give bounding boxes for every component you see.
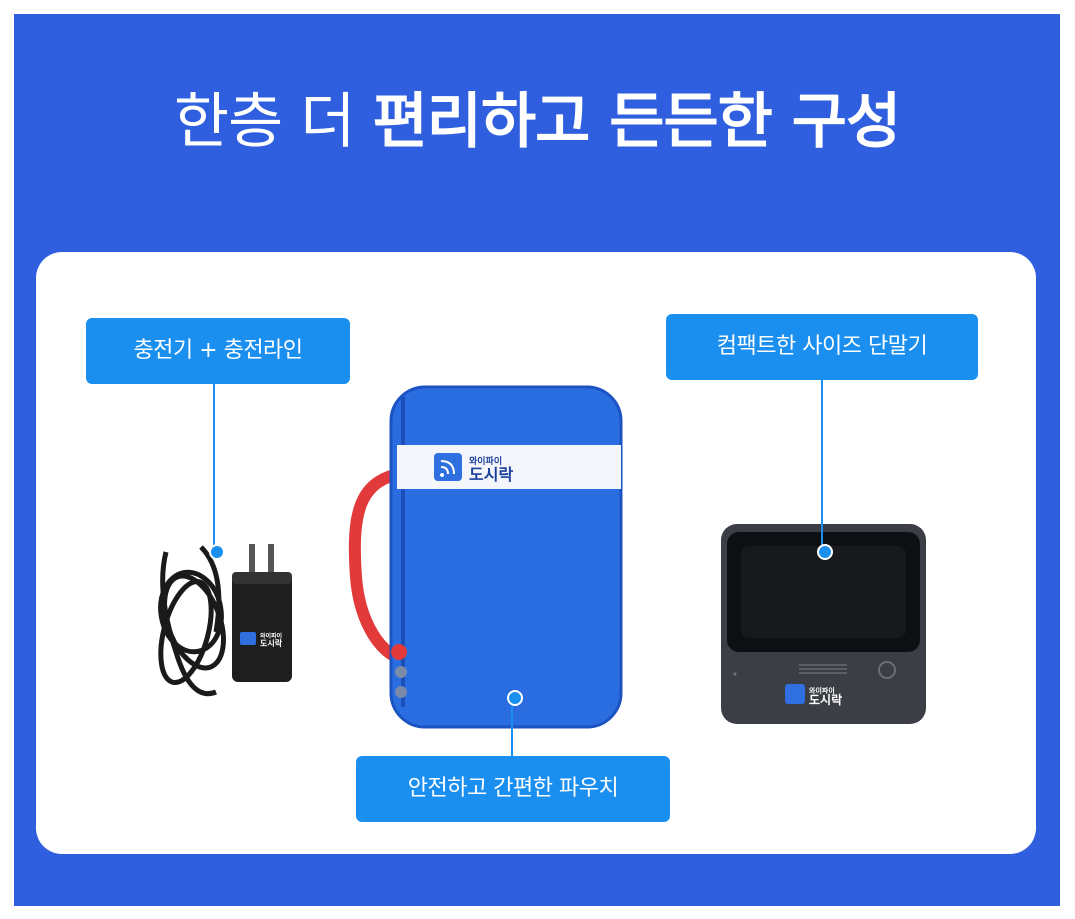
charger-connector-dot [209,544,225,560]
product-banner: 한층 더 편리하고 든든한 구성 와이파이 도시락 [14,14,1060,906]
pouch-brand-small: 와이파이 [469,455,502,467]
pouch-connector-line [511,696,513,756]
device-label: 컴팩트한 사이즈 단말기 [666,314,978,380]
pouch-connector-dot [507,690,523,706]
product-card: 와이파이 도시락 와이파이 도시락 [36,252,1036,854]
device-brand-small: 와이파이 [809,686,835,695]
device-image: 와이파이 도시락 [721,524,926,724]
charger-image: 와이파이 도시락 [158,544,292,696]
charger-brand-small: 와이파이 [260,632,282,640]
title-light: 한층 더 [173,87,373,157]
title-bold: 편리하고 든든한 구성 [372,87,902,157]
charger-brand-large: 도시락 [260,638,283,648]
charger-label: 충전기 + 충전라인 [86,318,350,384]
device-brand-large: 도시락 [809,693,842,707]
charger-connector-line [213,382,215,550]
wifi-logo-icon [434,453,462,481]
page-title: 한층 더 편리하고 든든한 구성 [14,92,1060,152]
device-connector-line [821,380,823,550]
pouch-image: 와이파이 도시락 [348,385,623,729]
device-connector-dot [817,544,833,560]
pouch-brand-large: 도시락 [469,465,513,484]
pouch-label: 안전하고 간편한 파우치 [356,756,670,822]
